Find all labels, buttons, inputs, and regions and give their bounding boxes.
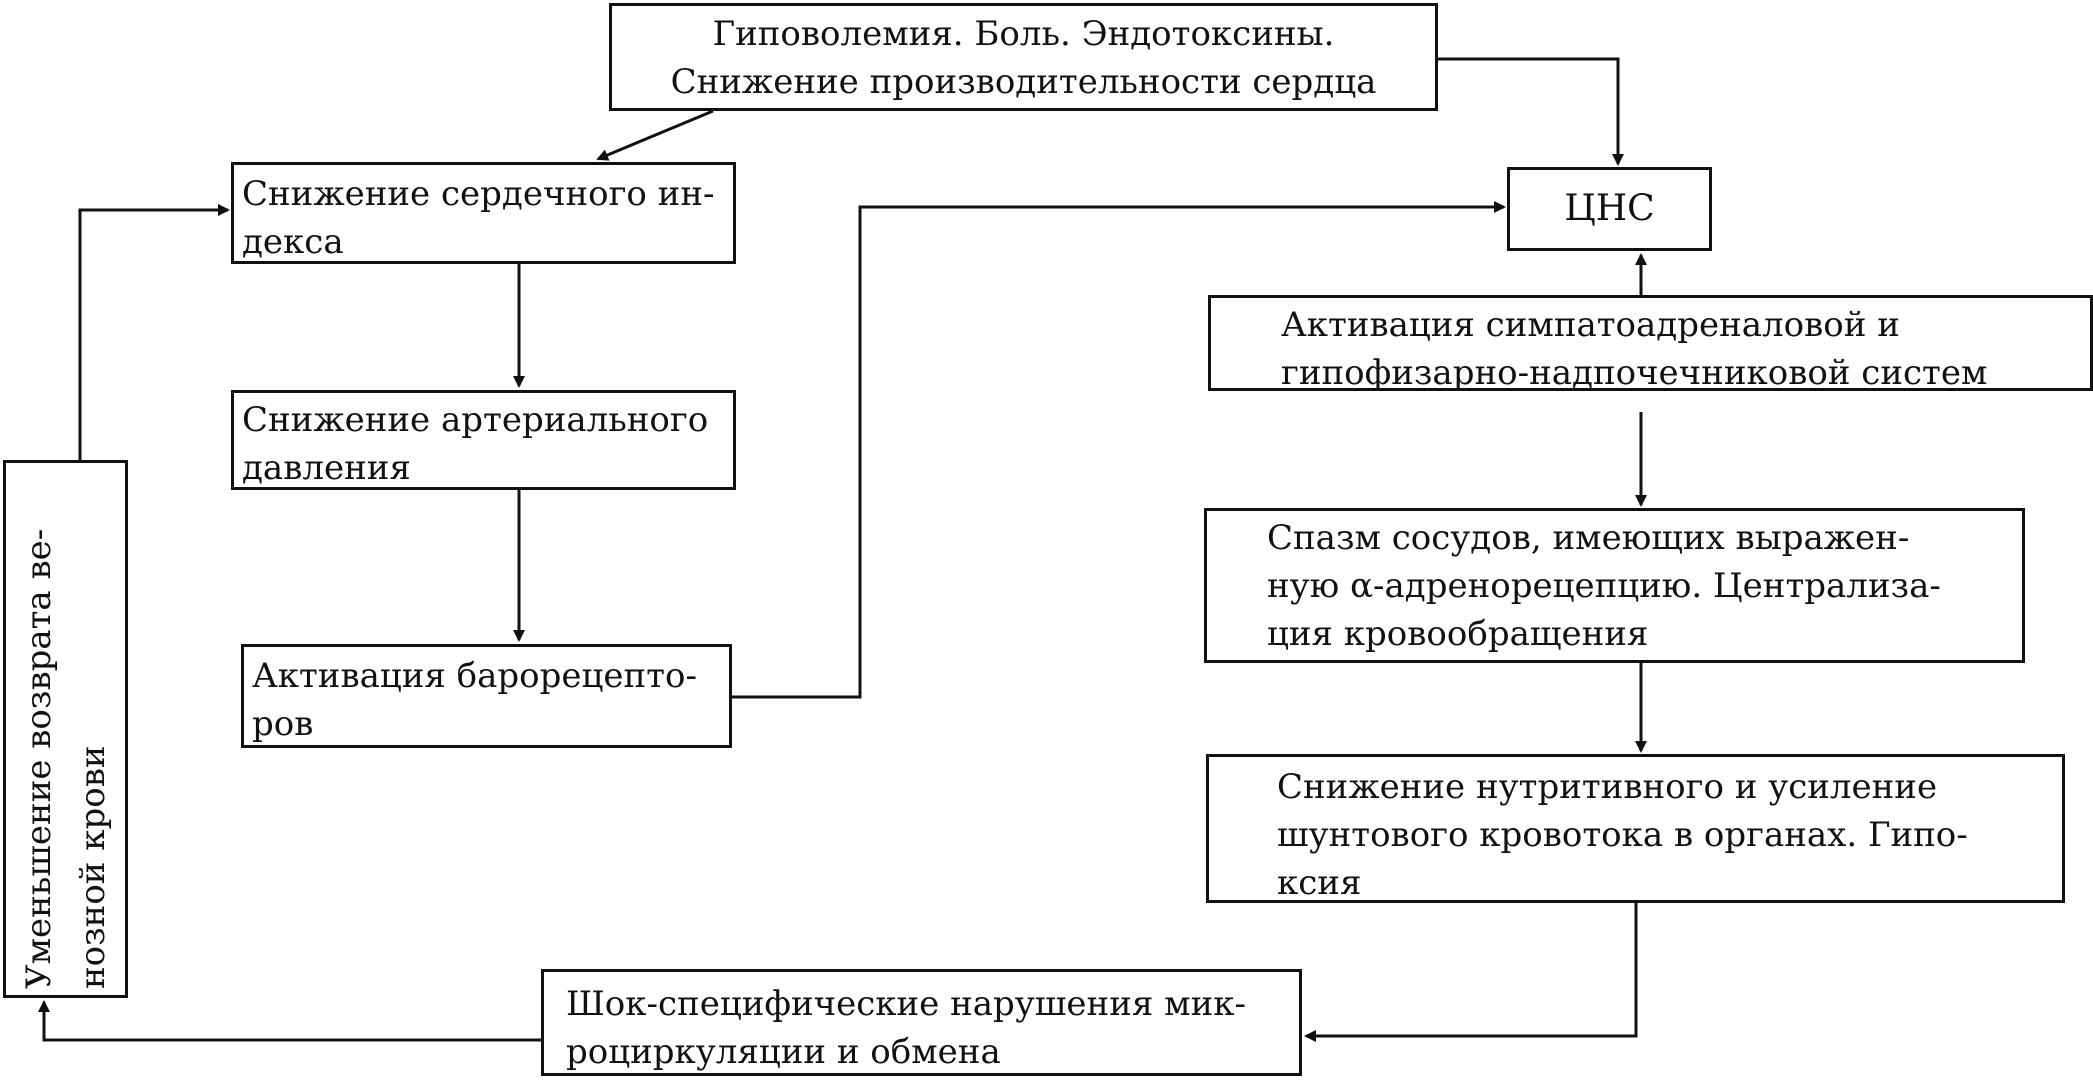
box-arterial-pressure-line-1: Снижение артериального xyxy=(242,400,709,440)
box-sympathoadrenal-line-2: гипофизарно-надпочечниковой систем xyxy=(1281,353,1988,393)
box-nutritive-flow-line-3: ксия xyxy=(1277,863,1362,903)
arrow-microcirculation-to-venous xyxy=(38,1000,541,1042)
box-vessel-spasm-line-2: ную α-адренорецепцию. Централиза- xyxy=(1267,566,1941,606)
box-baroreceptors-line-1: Активация барорецепто- xyxy=(252,656,697,696)
box-vessel-spasm-line-3: ция кровообращения xyxy=(1267,614,1649,654)
box-cardiac-index-line-1: Снижение сердечного ин- xyxy=(242,174,715,214)
box-nutritive-flow: Снижение нутритивного и усиление шунтово… xyxy=(1206,754,2065,903)
box-causes: Гиповолемия. Боль. Эндотоксины. Снижение… xyxy=(609,3,1438,111)
box-baroreceptors-line-2: ров xyxy=(252,704,314,744)
box-nutritive-flow-line-2: шунтового кровотока в органах. Гипо- xyxy=(1277,815,1968,855)
arrow-baroreceptors-to-cns xyxy=(732,201,1506,699)
box-cns-label: ЦНС xyxy=(1564,188,1655,229)
box-venous-return-line-1: Уменьшение возврата ве- xyxy=(18,528,59,989)
box-baroreceptors: Активация барорецепто- ров xyxy=(241,644,732,748)
arrow-nutritive-to-microcirculation xyxy=(1304,903,1638,1042)
box-cardiac-index: Снижение сердечного ин- декса xyxy=(231,162,736,264)
arrow-causes-to-cardiac-index xyxy=(596,109,714,161)
box-cardiac-index-line-2: декса xyxy=(242,222,344,262)
box-venous-return-text: Уменьшение возврата ве- нозной крови xyxy=(12,469,120,989)
arrow-causes-to-cns xyxy=(1438,57,1624,166)
box-nutritive-flow-line-1: Снижение нутритивного и усиление xyxy=(1277,767,1938,807)
box-venous-return: Уменьшение возврата ве- нозной крови xyxy=(3,460,128,998)
box-venous-return-line-2: нозной крови xyxy=(72,745,113,989)
box-microcirculation-line-2: роциркуляции и обмена xyxy=(566,1032,1001,1072)
arrow-venous-to-cardiac-index xyxy=(78,204,230,460)
box-arterial-pressure-line-2: давления xyxy=(242,448,411,488)
box-microcirculation-line-1: Шок-специфические нарушения мик- xyxy=(566,984,1246,1024)
box-sympathoadrenal-line-1: Активация симпатоадреналовой и xyxy=(1281,305,1900,345)
box-microcirculation: Шок-специфические нарушения мик- роцирку… xyxy=(541,969,1302,1076)
box-cns: ЦНС xyxy=(1507,167,1712,251)
box-causes-line-1: Гиповолемия. Боль. Эндотоксины. xyxy=(712,14,1335,54)
box-causes-line-2: Снижение производительности сердца xyxy=(670,62,1377,102)
box-vessel-spasm: Спазм сосудов, имеющих выражен- ную α-ад… xyxy=(1204,508,2025,663)
box-sympathoadrenal: Активация симпатоадреналовой и гипофизар… xyxy=(1208,295,2093,393)
box-arterial-pressure: Снижение артериального давления xyxy=(231,390,736,490)
box-vessel-spasm-line-1: Спазм сосудов, имеющих выражен- xyxy=(1267,518,1910,558)
